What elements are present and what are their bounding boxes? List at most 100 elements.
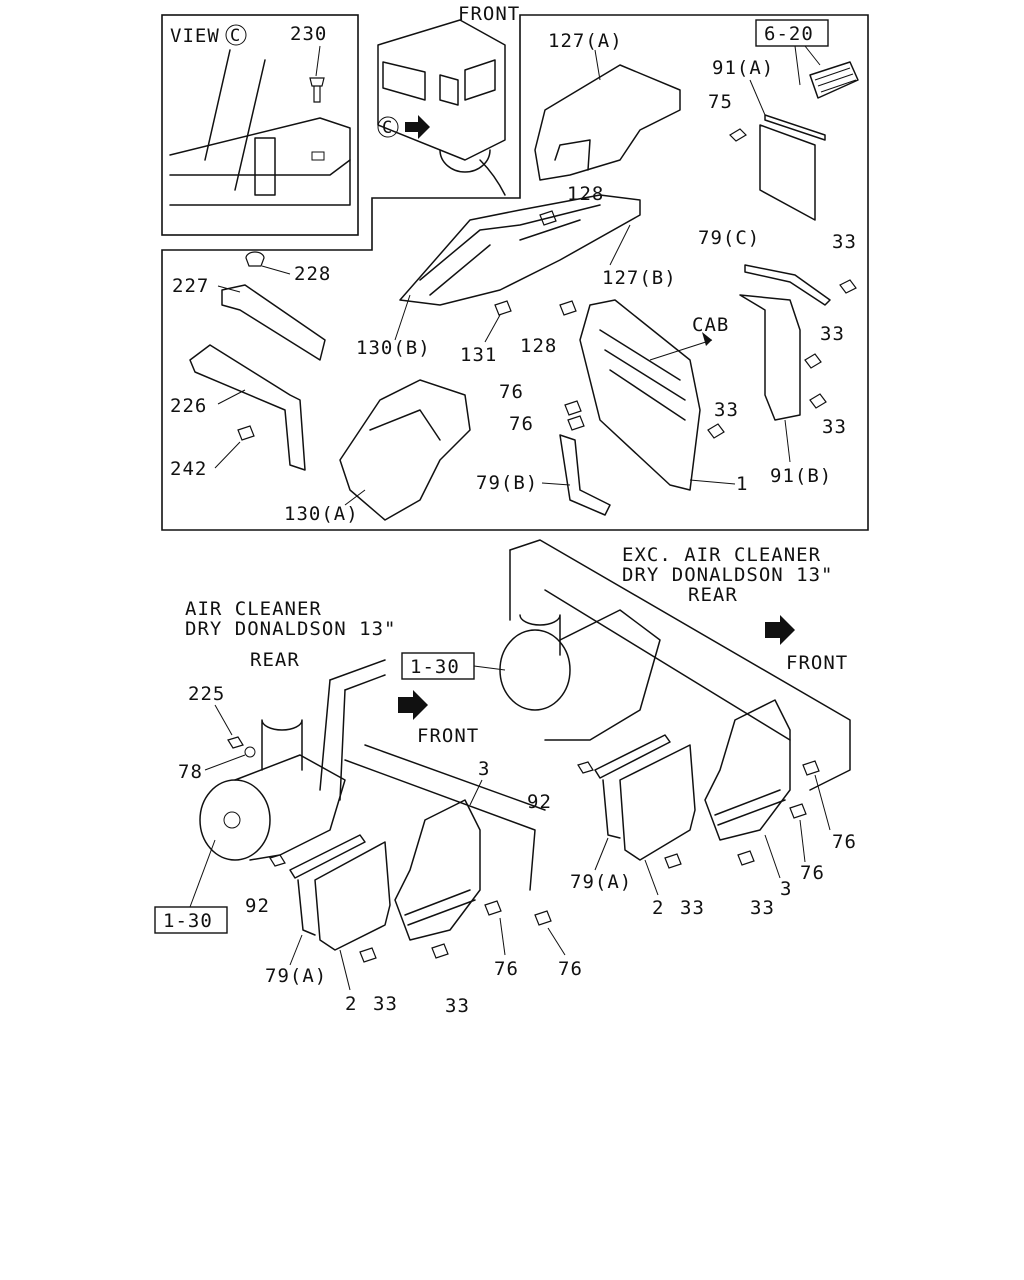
leader-130a <box>344 489 366 506</box>
leader-3-left <box>469 779 483 806</box>
bolt-76-left-b <box>534 910 552 926</box>
left-pipe <box>319 679 346 801</box>
leader-78 <box>204 754 246 771</box>
frame-rail-right-lower <box>509 549 791 741</box>
splash-guard-130a-detail <box>369 409 441 441</box>
part-79a-right-label: 79(A) <box>570 871 632 893</box>
bracket-79b <box>559 434 611 516</box>
part-91a-label: 91(A) <box>712 57 774 79</box>
exc-air-cleaner-assembly: EXC. AIR CLEANER DRY DONALDSON 13" REAR … <box>401 539 857 919</box>
mud-guard-1 <box>579 299 701 491</box>
part-33-d-label: 33 <box>714 399 739 421</box>
guard-127b <box>399 194 641 306</box>
part-1-label: 1 <box>736 473 748 495</box>
leader-2-left <box>339 949 351 991</box>
part-2-left-label: 2 <box>345 993 357 1015</box>
ref-box-1-30-right <box>401 652 475 680</box>
bolt-242 <box>237 425 255 441</box>
cab-arrow-icon <box>702 332 712 346</box>
bolt-75 <box>729 128 747 142</box>
front-right-label: FRONT <box>786 652 848 674</box>
bracket-227 <box>221 284 326 361</box>
part-128-top-label: 128 <box>567 183 604 205</box>
washer-78 <box>244 746 256 758</box>
leader-225 <box>214 704 233 736</box>
leader-1-30-left <box>189 839 216 908</box>
leader-3-right <box>764 834 781 879</box>
splash-guard-130a <box>339 379 471 521</box>
left-pipe-top <box>329 659 386 691</box>
rear-right-label: REAR <box>688 584 738 606</box>
bolt-33-c <box>809 393 827 409</box>
bolt-76-right-b <box>789 803 807 819</box>
frame-rail-right <box>509 539 851 791</box>
bracket-79a-left-top <box>289 834 366 879</box>
leader-2-right <box>644 859 659 896</box>
nut-92-left <box>269 854 286 867</box>
view-c-bracket <box>254 137 276 196</box>
mud-guard-1-ribs <box>599 329 686 421</box>
mud-guard-3-left-ribs <box>404 889 476 926</box>
leader-230 <box>315 45 321 77</box>
bolt-33-b <box>804 353 822 369</box>
air-cleaner-assembly: AIR CLEANER DRY DONALDSON 13" REAR FRONT… <box>154 598 582 1017</box>
leader-91b <box>784 419 791 463</box>
exc-line2-label: DRY DONALDSON 13" <box>622 564 833 586</box>
bracket-226 <box>189 344 306 471</box>
cab-windows <box>382 59 496 106</box>
air-cleaner-left-line1-label: AIR CLEANER <box>185 598 322 620</box>
front-top-label: FRONT <box>458 3 520 25</box>
leader-130b <box>394 294 411 341</box>
part-79a-left-label: 79(A) <box>265 965 327 987</box>
part-92-right-label: 92 <box>527 791 552 813</box>
bolt-33-left-b <box>431 943 449 959</box>
bolt-33-d <box>707 423 725 439</box>
part-92-left-label: 92 <box>245 895 270 917</box>
ref-box-1-30-left <box>154 906 228 934</box>
part-79c-label: 79(C) <box>698 227 760 249</box>
part-76-a-label: 76 <box>499 381 524 403</box>
view-c-slot <box>311 151 325 161</box>
air-cleaner-left-cap <box>223 811 241 829</box>
leader-127b <box>609 224 631 266</box>
leader-1-30-right <box>473 665 506 671</box>
leader-127a <box>594 49 601 81</box>
leader-76-right-a <box>814 774 831 831</box>
leader-91a <box>749 79 766 116</box>
leader-6-20 <box>794 45 821 86</box>
cab-body <box>377 19 506 161</box>
main-assembly-frame <box>161 14 869 531</box>
bracket-79a-right-top <box>594 734 671 779</box>
leader-226 <box>217 389 246 405</box>
part-76-right-a-label: 76 <box>832 831 857 853</box>
part-78-label: 78 <box>178 761 203 783</box>
view-c-label: VIEW <box>170 25 220 47</box>
air-cleaner-right-body <box>544 609 661 741</box>
leader-228 <box>261 265 291 275</box>
cab-label: CAB <box>692 314 729 336</box>
mud-flap-2-left <box>314 841 391 951</box>
bolt-33-right-b <box>737 850 755 866</box>
part-226-label: 226 <box>170 395 207 417</box>
front-left-arrow-icon <box>398 690 428 720</box>
ref-box-6-20 <box>755 19 829 47</box>
part-91b-label: 91(B) <box>770 465 832 487</box>
view-c-floor <box>169 117 351 206</box>
leader-76-left-a <box>499 917 506 956</box>
mud-flap-91a <box>759 124 816 221</box>
leader-cab-arrow <box>649 339 713 361</box>
bracket-79a-right-leg <box>602 779 621 839</box>
view-direction-arrow-icon <box>405 115 430 139</box>
part-79b-label: 79(B) <box>476 472 538 494</box>
cab-view-c-circle-icon <box>377 116 399 138</box>
air-cleaner-left-body <box>234 754 346 861</box>
view-c-circle-letter: C <box>230 26 241 46</box>
bolt-33-right-a <box>664 853 682 869</box>
leader-79a-left <box>289 934 303 966</box>
part-3-right-label: 3 <box>780 878 792 900</box>
air-cleaner-left <box>199 779 271 861</box>
splash-guard-127a-cutout <box>554 139 591 171</box>
air-cleaner-left-line2-label: DRY DONALDSON 13" <box>185 618 396 640</box>
part-228-label: 228 <box>294 263 331 285</box>
leader-242 <box>214 441 241 469</box>
